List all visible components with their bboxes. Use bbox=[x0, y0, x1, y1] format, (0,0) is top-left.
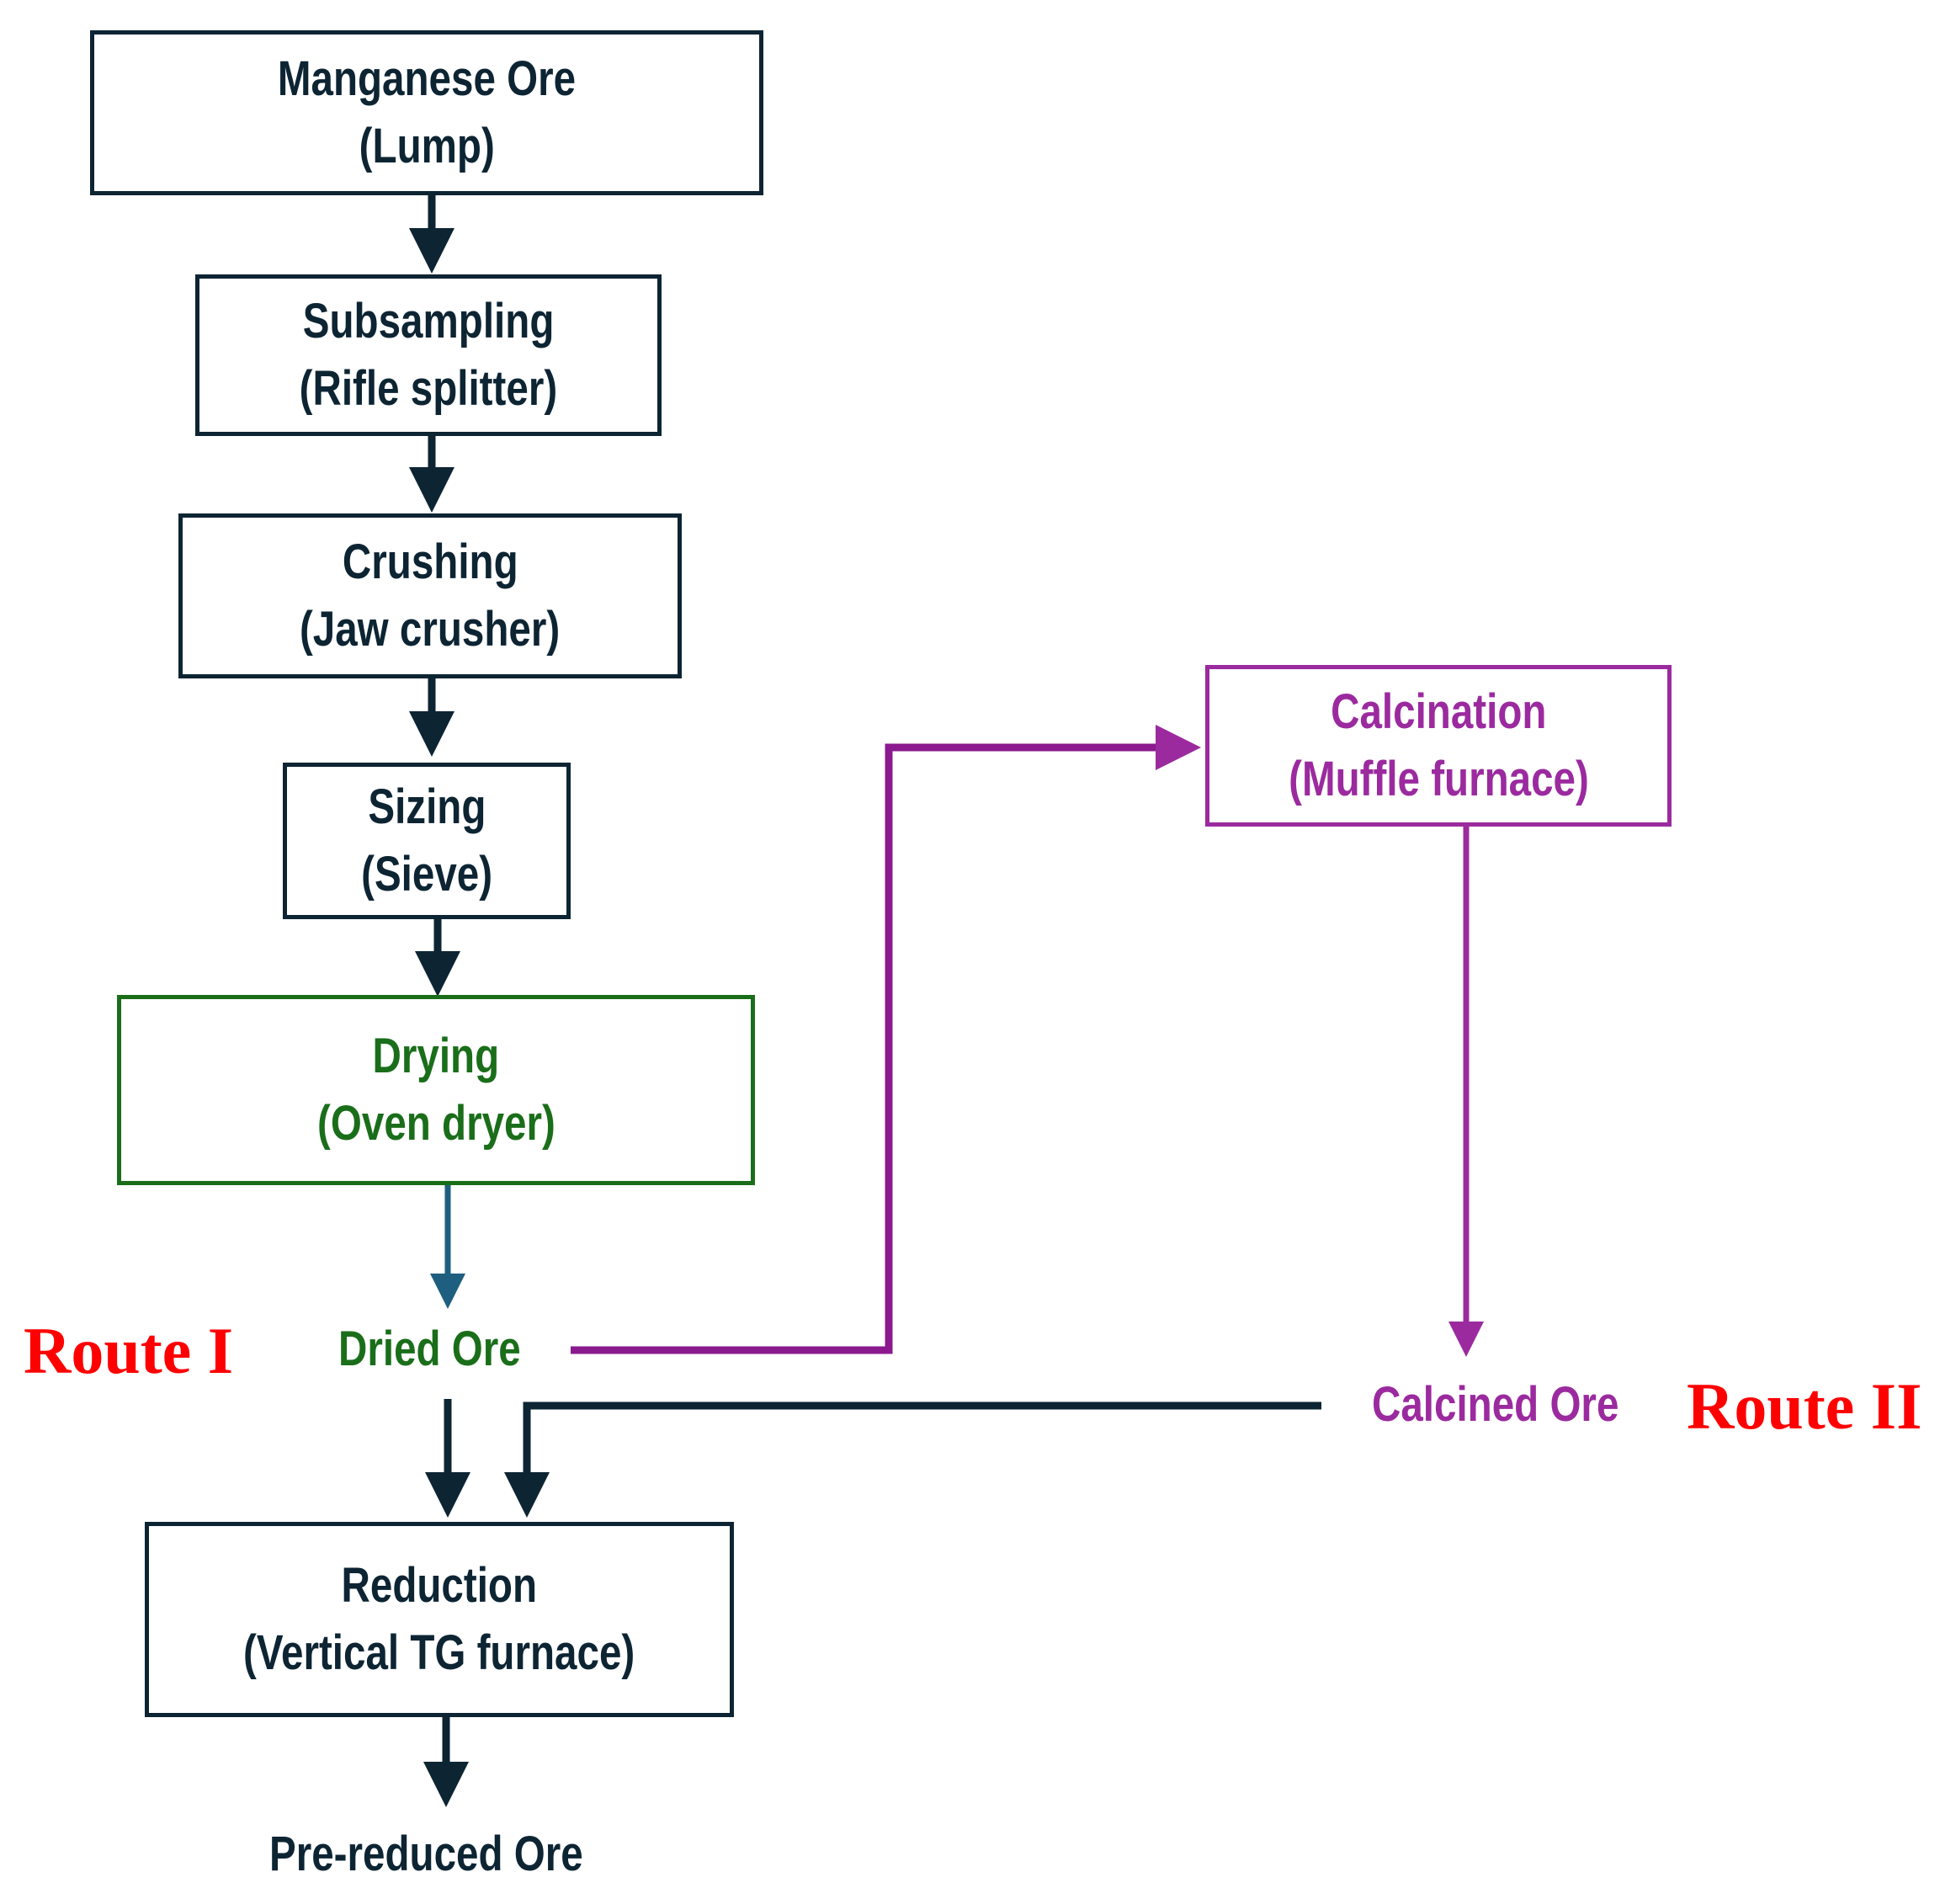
arrow-dried-ore-to-calcination bbox=[571, 725, 1201, 1354]
manganese-ore-title: Manganese Ore bbox=[277, 51, 577, 106]
sizing-subtitle: (Sieve) bbox=[361, 847, 492, 901]
manganese-ore-subtitle: (Lump) bbox=[359, 119, 495, 173]
subsampling-box: Subsampling (Rifle splitter) bbox=[195, 274, 662, 436]
reduction-subtitle: (Vertical TG furnace) bbox=[243, 1625, 635, 1680]
crushing-box: Crushing (Jaw crusher) bbox=[178, 513, 682, 678]
crushing-subtitle: (Jaw crusher) bbox=[300, 602, 561, 657]
reduction-title: Reduction bbox=[341, 1558, 538, 1613]
sizing-title: Sizing bbox=[367, 779, 486, 834]
drying-box: Drying (Oven dryer) bbox=[117, 995, 755, 1185]
manganese-ore-box: Manganese Ore (Lump) bbox=[90, 30, 763, 195]
drying-title: Drying bbox=[372, 1029, 500, 1083]
crushing-title: Crushing bbox=[342, 535, 518, 589]
reduction-box: Reduction (Vertical TG furnace) bbox=[145, 1522, 734, 1717]
calcination-title: Calcination bbox=[1330, 684, 1547, 739]
calcined-ore-label: Calcined Ore bbox=[1372, 1377, 1619, 1432]
sizing-box: Sizing (Sieve) bbox=[283, 763, 571, 919]
route-2-label: Route II bbox=[1687, 1369, 1922, 1443]
subsampling-title: Subsampling bbox=[302, 294, 555, 348]
arrow-calcined-ore-to-reduction bbox=[504, 1401, 1321, 1518]
dried-ore-label: Dried Ore bbox=[338, 1322, 521, 1376]
route-1-label: Route I bbox=[24, 1314, 234, 1387]
pre-reduced-ore-label: Pre-reduced Ore bbox=[269, 1827, 583, 1881]
calcination-subtitle: (Muffle furnace) bbox=[1288, 752, 1589, 806]
drying-subtitle: (Oven dryer) bbox=[316, 1096, 555, 1151]
subsampling-subtitle: (Rifle splitter) bbox=[299, 361, 558, 416]
calcination-box: Calcination (Muffle furnace) bbox=[1205, 665, 1672, 827]
